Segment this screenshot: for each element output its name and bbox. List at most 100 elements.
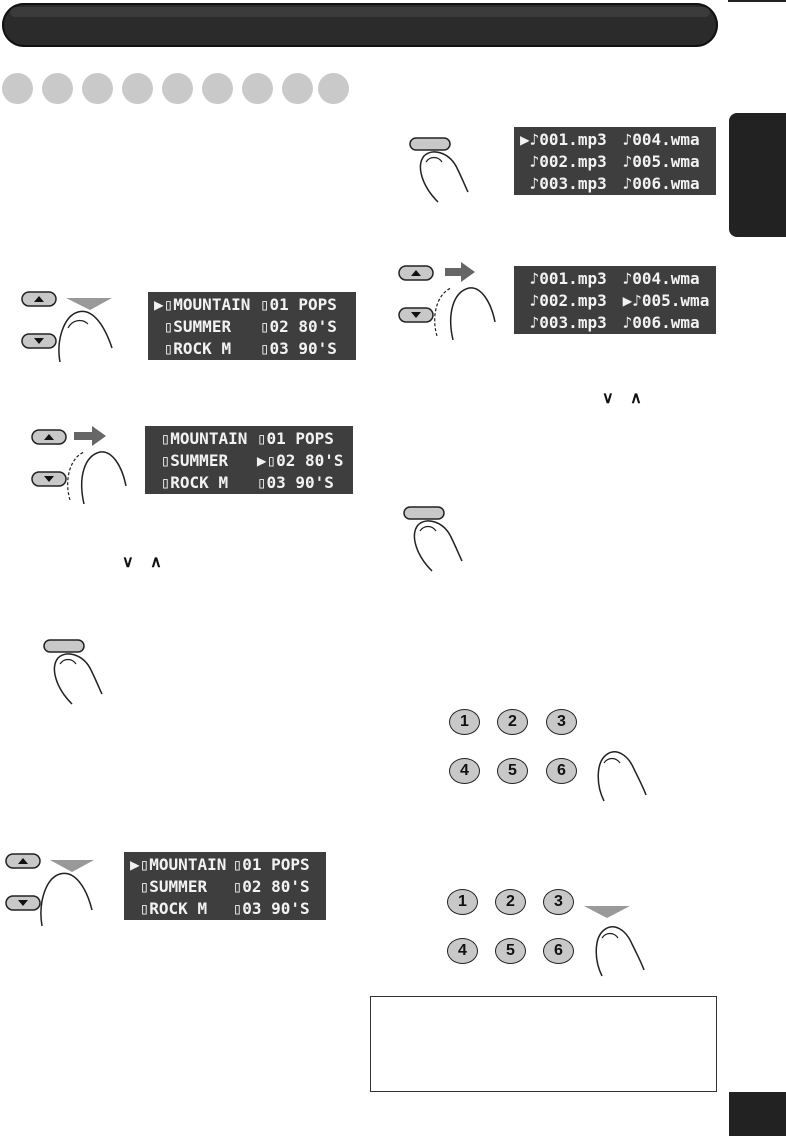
folder-name: ROCK M bbox=[170, 473, 229, 492]
folder-icon: ▯ bbox=[160, 451, 171, 470]
number-key-1[interactable]: 1 bbox=[447, 889, 478, 915]
updown-buttons-illustration bbox=[31, 426, 127, 505]
step-dot bbox=[82, 73, 113, 104]
music-note-icon: ♪ bbox=[529, 313, 540, 332]
file-name: 005.wma bbox=[641, 291, 710, 310]
file-name: 006.wma bbox=[632, 313, 700, 332]
folder-icon: ▯ bbox=[256, 429, 267, 448]
language-tab bbox=[729, 113, 786, 237]
number-key-4[interactable]: 4 bbox=[449, 758, 480, 784]
folder-name: 03 90'S bbox=[242, 899, 310, 918]
number-key-5[interactable]: 5 bbox=[497, 758, 528, 784]
step-dot bbox=[242, 73, 273, 104]
file-list-display: ♪001.mp3♪004.wma ♪002.mp3▶♪005.wma ♪003.… bbox=[514, 266, 716, 334]
step-dot bbox=[42, 73, 73, 104]
folder-name: SUMMER bbox=[170, 451, 229, 470]
folder-name: MOUNTAIN bbox=[173, 295, 251, 314]
page-number-tab bbox=[729, 1092, 786, 1136]
step-dot bbox=[2, 73, 33, 104]
folder-name: MOUNTAIN bbox=[170, 429, 248, 448]
number-key-3[interactable]: 3 bbox=[546, 709, 577, 735]
number-key-2[interactable]: 2 bbox=[495, 889, 526, 915]
folder-icon: ▯ bbox=[163, 339, 174, 358]
music-note-icon: ♪ bbox=[622, 152, 633, 171]
file-list-display: ▶♪001.mp3♪004.wma ♪002.mp3♪005.wma ♪003.… bbox=[514, 127, 716, 195]
number-key-3[interactable]: 3 bbox=[543, 889, 574, 915]
caret-symbols: ∨ ∧ bbox=[602, 390, 648, 407]
folder-icon: ▯ bbox=[256, 473, 267, 492]
file-name: 002.mp3 bbox=[539, 291, 607, 310]
folder-name: 02 80'S bbox=[242, 877, 310, 896]
file-name: 003.mp3 bbox=[539, 313, 607, 332]
folder-name: 02 80'S bbox=[269, 317, 337, 336]
note-box bbox=[370, 996, 717, 1092]
folder-list-display: ▶▯MOUNTAIN▯01 POPS ▯SUMMER▯02 80'S ▯ROCK… bbox=[148, 292, 356, 360]
folder-name: 03 90'S bbox=[266, 473, 334, 492]
folder-icon: ▯ bbox=[163, 295, 174, 314]
music-note-icon: ♪ bbox=[529, 174, 540, 193]
file-name: 001.mp3 bbox=[539, 130, 607, 149]
step-dot bbox=[318, 73, 349, 104]
finger-press-icon bbox=[595, 926, 645, 977]
number-key-2[interactable]: 2 bbox=[497, 709, 528, 735]
folder-name: ROCK M bbox=[149, 899, 208, 918]
finger-press-icon bbox=[43, 639, 103, 705]
music-note-icon: ♪ bbox=[622, 130, 633, 149]
music-note-icon: ♪ bbox=[529, 130, 540, 149]
divider bbox=[728, 0, 786, 2]
folder-icon: ▯ bbox=[232, 899, 243, 918]
cursor-icon: ▶ bbox=[256, 451, 267, 470]
finger-press-icon bbox=[409, 137, 469, 203]
folder-icon: ▯ bbox=[259, 317, 270, 336]
number-key-4[interactable]: 4 bbox=[447, 938, 478, 964]
step-dot bbox=[122, 73, 153, 104]
number-key-5[interactable]: 5 bbox=[495, 938, 526, 964]
finger-press-icon bbox=[597, 751, 647, 802]
step-dot bbox=[282, 73, 313, 104]
folder-icon: ▯ bbox=[160, 429, 171, 448]
folder-name: SUMMER bbox=[149, 877, 208, 896]
folder-icon: ▯ bbox=[139, 877, 150, 896]
cursor-icon: ▶ bbox=[622, 291, 633, 310]
step-dot bbox=[162, 73, 193, 104]
folder-icon: ▯ bbox=[259, 339, 270, 358]
cursor-icon: ▶ bbox=[130, 855, 140, 874]
folder-list-display: ▯MOUNTAIN▯01 POPS ▯SUMMER▶▯02 80'S ▯ROCK… bbox=[145, 426, 353, 494]
folder-icon: ▯ bbox=[266, 451, 277, 470]
music-note-icon: ♪ bbox=[622, 174, 633, 193]
updown-buttons-illustration bbox=[398, 262, 496, 341]
folder-icon: ▯ bbox=[139, 855, 150, 874]
music-note-icon: ♪ bbox=[529, 291, 540, 310]
title-bar bbox=[2, 3, 718, 47]
updown-buttons-illustration bbox=[5, 853, 94, 927]
folder-name: 03 90'S bbox=[269, 339, 337, 358]
cursor-icon: ▶ bbox=[520, 130, 530, 149]
folder-name: MOUNTAIN bbox=[149, 855, 227, 874]
folder-icon: ▯ bbox=[259, 295, 270, 314]
number-key-1[interactable]: 1 bbox=[449, 709, 480, 735]
file-name: 004.wma bbox=[632, 130, 700, 149]
folder-list-display: ▶▯MOUNTAIN▯01 POPS ▯SUMMER▯02 80'S ▯ROCK… bbox=[124, 852, 326, 920]
number-key-6[interactable]: 6 bbox=[543, 938, 574, 964]
file-name: 004.wma bbox=[632, 269, 700, 288]
finger-press-icon bbox=[403, 506, 463, 572]
folder-icon: ▯ bbox=[232, 855, 243, 874]
music-note-icon: ♪ bbox=[622, 269, 633, 288]
folder-icon: ▯ bbox=[139, 899, 150, 918]
folder-name: ROCK M bbox=[173, 339, 232, 358]
folder-icon: ▯ bbox=[232, 877, 243, 896]
music-note-icon: ♪ bbox=[529, 269, 540, 288]
folder-name: 02 80'S bbox=[276, 451, 344, 470]
folder-name: 01 POPS bbox=[269, 295, 337, 314]
music-note-icon: ♪ bbox=[529, 152, 540, 171]
music-note-icon: ♪ bbox=[632, 291, 642, 310]
file-name: 006.wma bbox=[632, 174, 700, 193]
file-name: 002.mp3 bbox=[539, 152, 607, 171]
folder-name: 01 POPS bbox=[242, 855, 310, 874]
cursor-icon: ▶ bbox=[154, 295, 164, 314]
caret-symbols: ∨ ∧ bbox=[122, 554, 168, 571]
step-dot bbox=[202, 73, 233, 104]
folder-name: 01 POPS bbox=[266, 429, 334, 448]
number-key-6[interactable]: 6 bbox=[546, 758, 577, 784]
folder-icon: ▯ bbox=[160, 473, 171, 492]
